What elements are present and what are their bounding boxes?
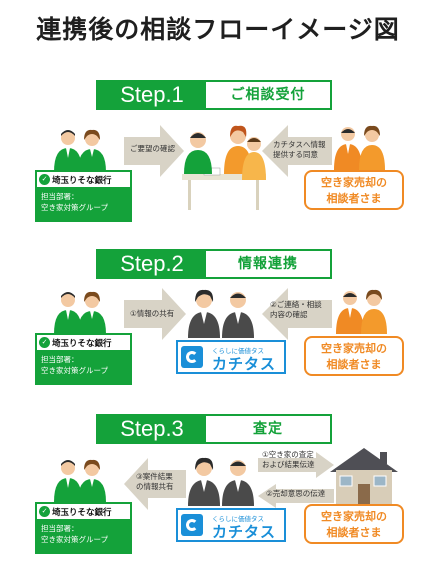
katitas-staff-icon bbox=[188, 289, 254, 338]
step3-left-arrow-text: ③案件結果 の情報共有 bbox=[136, 472, 174, 492]
meeting-icon bbox=[182, 125, 266, 210]
bank-box-step3: ✓ 埼玉りそな銀行 担当部署： 空き家対策グループ bbox=[35, 502, 132, 554]
bank-dept-line1: 担当部署： bbox=[41, 355, 79, 364]
arrow-left-step2 bbox=[262, 288, 332, 340]
bank-dept: 担当部署： 空き家対策グループ bbox=[41, 191, 108, 213]
bank-logo-icon: ✓ bbox=[39, 506, 50, 517]
katitas-logo-step2: くらしに価値タス カチタス bbox=[176, 340, 286, 374]
client-box-step3: 空き家売却の 相談者さま bbox=[304, 504, 404, 544]
bank-name-text: 埼玉りそな銀行 bbox=[52, 507, 112, 518]
client-line1: 空き家売却の bbox=[321, 342, 387, 355]
katitas-mark-icon bbox=[181, 514, 203, 536]
client-line1: 空き家売却の bbox=[321, 176, 387, 189]
katitas-logo-step3: くらしに価値タス カチタス bbox=[176, 508, 286, 542]
bank-staff-icon bbox=[54, 291, 106, 334]
step3-banner: Step.3 査定 bbox=[96, 414, 332, 444]
bank-name: ✓ 埼玉りそな銀行 bbox=[37, 335, 130, 350]
client-couple-icon bbox=[336, 289, 387, 334]
bank-name: ✓ 埼玉りそな銀行 bbox=[37, 172, 130, 187]
step3-left-arrow-line2: の情報共有 bbox=[136, 482, 174, 491]
step1-left-arrow-text: ご要望の確認 bbox=[130, 144, 175, 153]
bank-box-step2: ✓ 埼玉りそな銀行 担当部署： 空き家対策グループ bbox=[35, 333, 132, 385]
step2-left-arrow-text: ①情報の共有 bbox=[130, 309, 175, 318]
step3-name: 査定 bbox=[206, 416, 330, 442]
bank-logo-icon: ✓ bbox=[39, 337, 50, 348]
client-couple-icon bbox=[334, 125, 385, 170]
step1-right-arrow-line2: 提供する同意 bbox=[273, 150, 318, 159]
step3-left-arrow-line1: ③案件結果 bbox=[136, 472, 173, 481]
house-icon bbox=[330, 448, 398, 506]
katitas-name: カチタス bbox=[212, 355, 277, 373]
bank-dept: 担当部署： 空き家対策グループ bbox=[41, 523, 108, 545]
bank-dept-line1: 担当部署： bbox=[41, 192, 79, 201]
client-box-step1: 空き家売却の 相談者さま bbox=[304, 170, 404, 210]
arrow-right-step1 bbox=[124, 125, 184, 177]
bank-staff-icon bbox=[54, 459, 106, 502]
bank-box-step1: ✓ 埼玉りそな銀行 担当部署： 空き家対策グループ bbox=[35, 170, 132, 222]
step1-name: ご相談受付 bbox=[206, 82, 330, 108]
bank-dept-line2: 空き家対策グループ bbox=[41, 203, 109, 212]
client-line1: 空き家売却の bbox=[321, 510, 387, 523]
step2-banner: Step.2 情報連携 bbox=[96, 249, 332, 279]
step2-right-arrow-line2: 内容の確認 bbox=[270, 310, 308, 319]
bank-dept-line2: 空き家対策グループ bbox=[41, 366, 109, 375]
step3-right-arrow-line2: および結果伝達 bbox=[262, 460, 315, 469]
arrow-left-step1 bbox=[262, 125, 332, 177]
client-line2: 相談者さま bbox=[326, 526, 382, 539]
step1-banner: Step.1 ご相談受付 bbox=[96, 80, 332, 110]
katitas-mark-icon bbox=[181, 346, 203, 368]
katitas-tagline: くらしに価値タス bbox=[212, 347, 264, 355]
katitas-staff-icon bbox=[188, 457, 254, 506]
bank-name-text: 埼玉りそな銀行 bbox=[52, 175, 112, 186]
arrow-right-step2 bbox=[124, 288, 186, 340]
step1-right-arrow-text: カチタスへ情報 提供する同意 bbox=[273, 140, 326, 160]
client-line2: 相談者さま bbox=[326, 358, 382, 371]
client-line2: 相談者さま bbox=[326, 192, 382, 205]
bank-logo-icon: ✓ bbox=[39, 174, 50, 185]
arrow-left-step3-client bbox=[258, 484, 334, 508]
step3-right-arrow-line1: ①空き家の査定 bbox=[262, 450, 314, 459]
bank-dept: 担当部署： 空き家対策グループ bbox=[41, 354, 108, 376]
step3-right-arrow-line3: ②売却意思の伝達 bbox=[266, 489, 326, 498]
step1-right-arrow-line1: カチタスへ情報 bbox=[273, 140, 326, 149]
bank-staff-icon bbox=[54, 129, 106, 172]
katitas-name: カチタス bbox=[212, 523, 277, 541]
step2-right-arrow-line1: ②ご連絡・相談 bbox=[270, 300, 322, 309]
step3-label: Step.3 bbox=[120, 416, 184, 441]
step1-label: Step.1 bbox=[120, 82, 184, 107]
arrow-left-step3-bank bbox=[124, 458, 186, 510]
bank-dept-line2: 空き家対策グループ bbox=[41, 535, 109, 544]
arrow-right-step3-house bbox=[258, 452, 334, 478]
step2-label: Step.2 bbox=[120, 251, 184, 276]
bank-name-text: 埼玉りそな銀行 bbox=[52, 338, 112, 349]
katitas-tagline: くらしに価値タス bbox=[212, 515, 264, 523]
bank-dept-line1: 担当部署： bbox=[41, 524, 79, 533]
step2-right-arrow-text: ②ご連絡・相談 内容の確認 bbox=[270, 300, 322, 320]
step3-right-arrow-text-top: ①空き家の査定 および結果伝達 bbox=[262, 450, 315, 470]
client-box-step2: 空き家売却の 相談者さま bbox=[304, 336, 404, 376]
step2-name: 情報連携 bbox=[206, 251, 330, 277]
page-title: 連携後の相談フローイメージ図 bbox=[36, 15, 400, 44]
bank-name: ✓ 埼玉りそな銀行 bbox=[37, 504, 130, 519]
